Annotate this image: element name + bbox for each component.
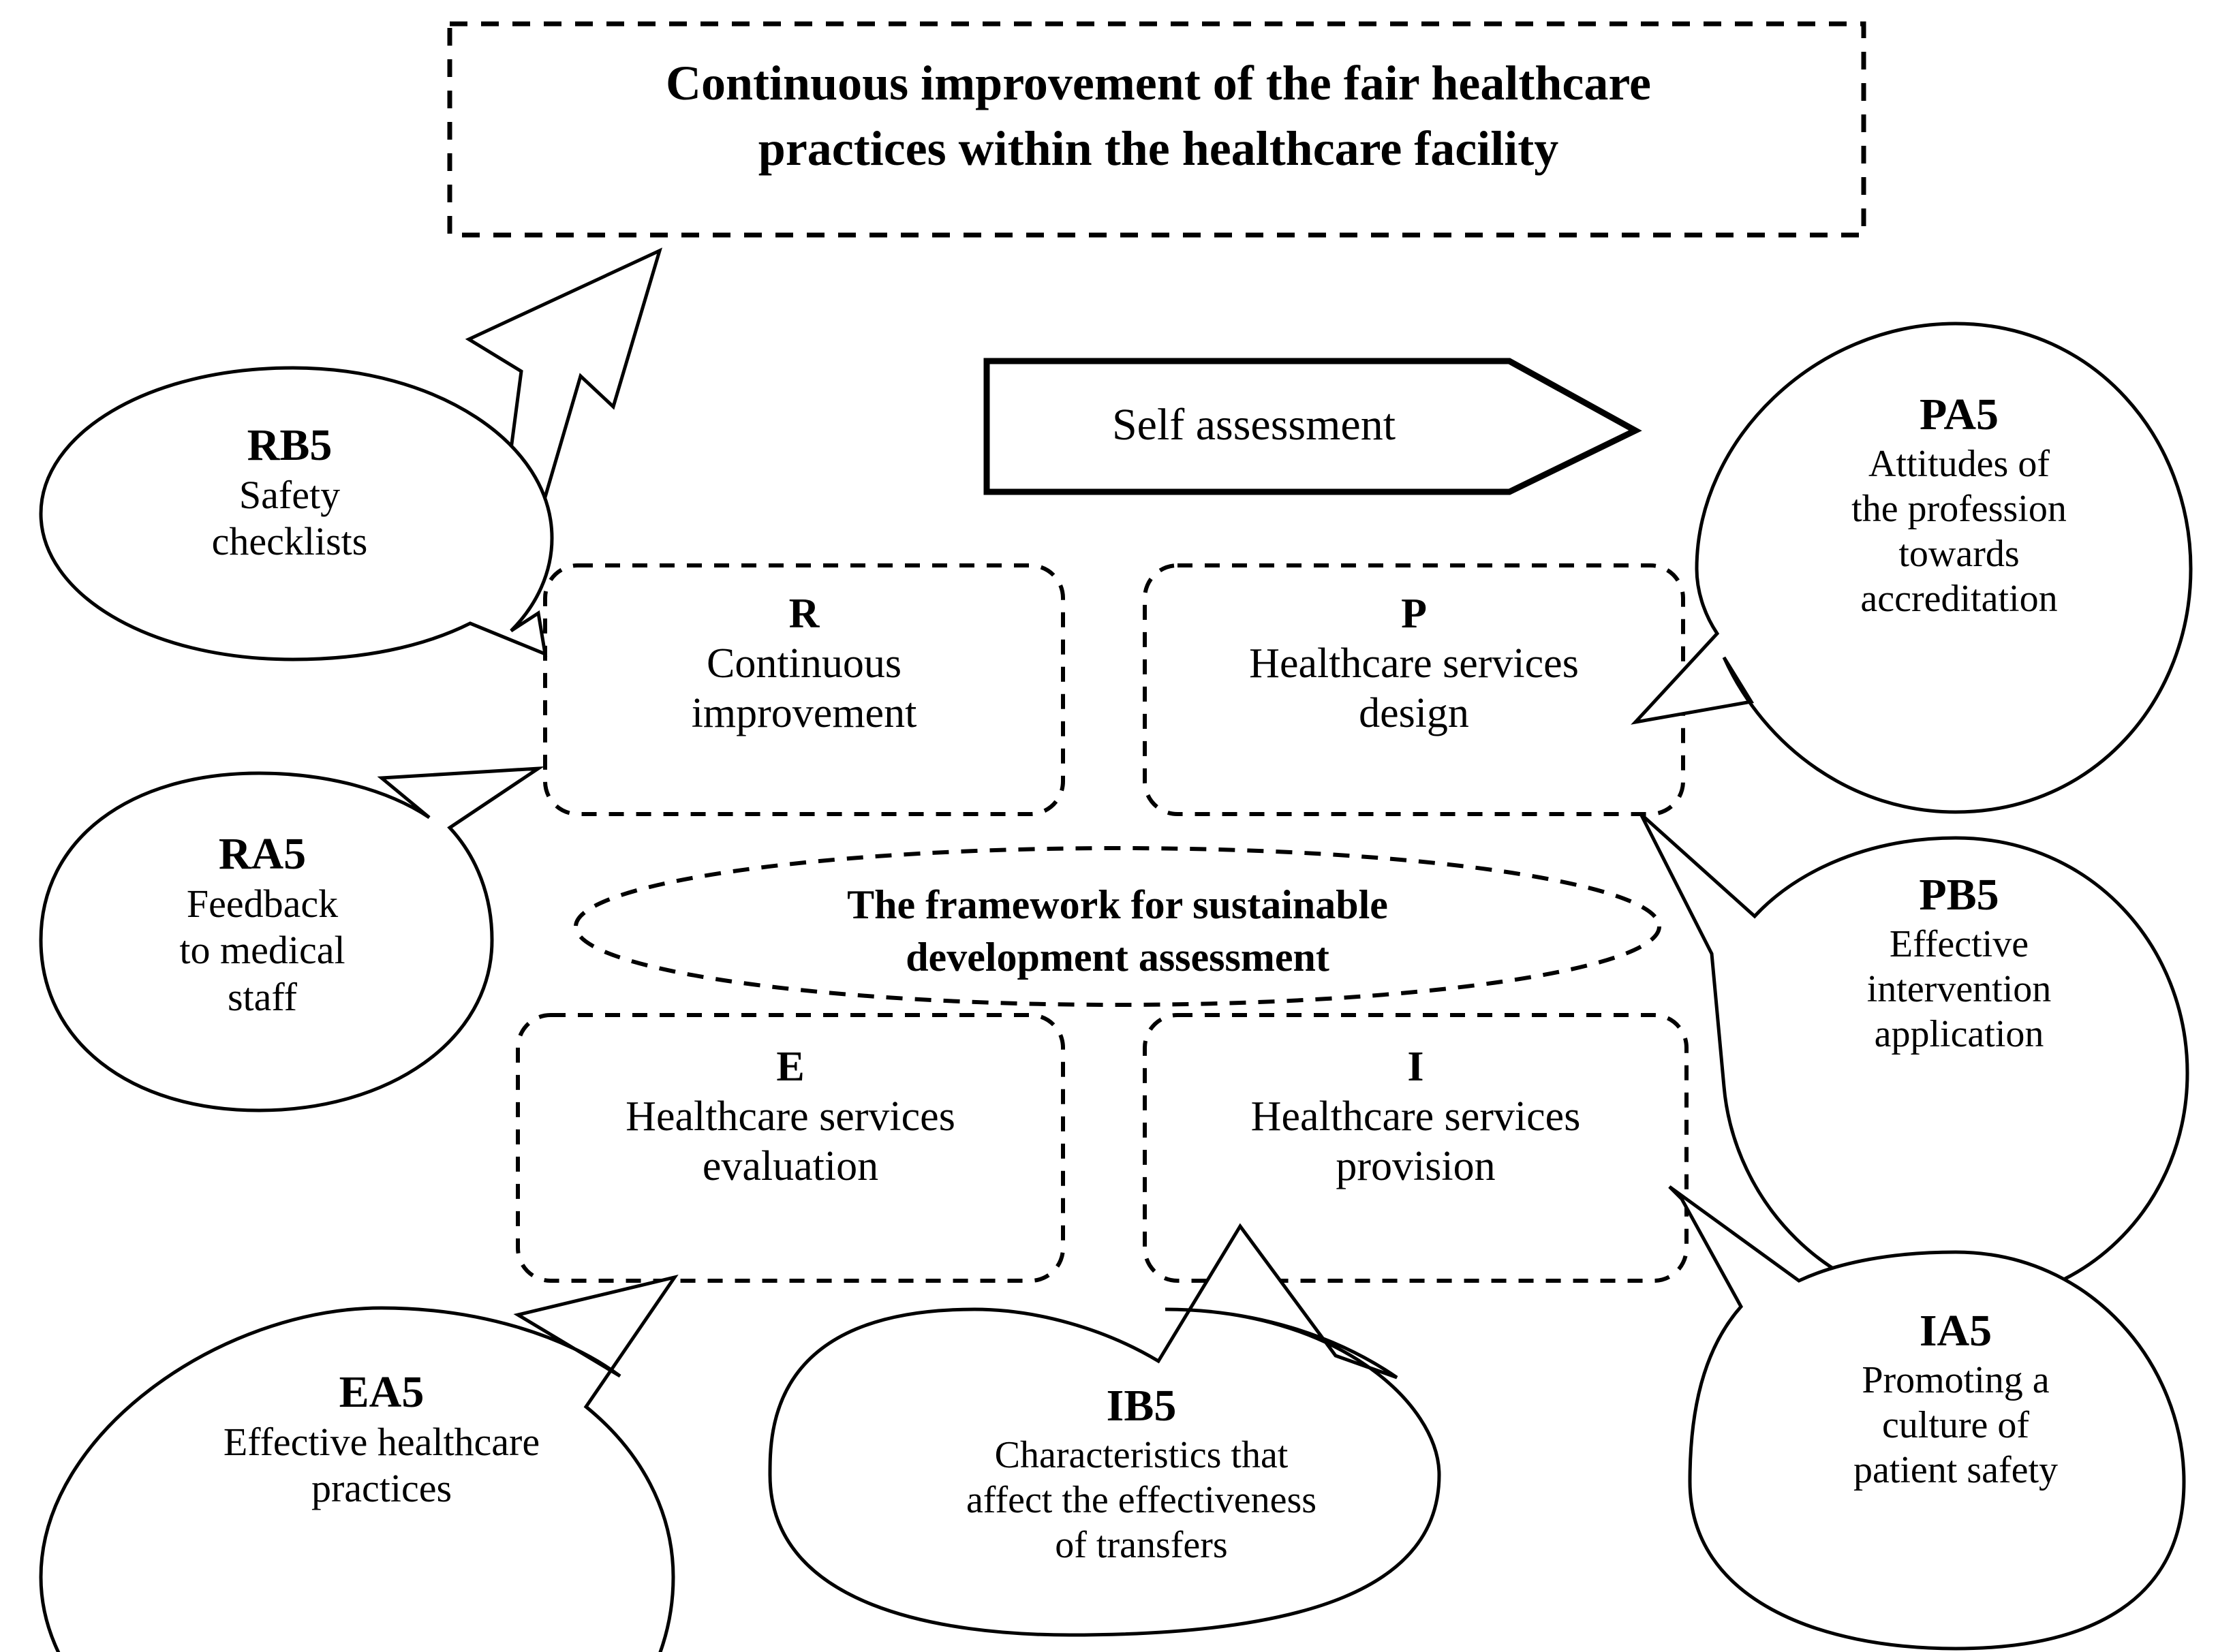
core-box-E-outline bbox=[516, 1013, 1065, 1283]
callout-IA5-shape bbox=[1668, 1185, 2186, 1651]
core-box-I-outline bbox=[1143, 1013, 1689, 1283]
callout-RB5-shape bbox=[39, 366, 554, 661]
callout-EA5-shape bbox=[39, 1275, 679, 1652]
core-box-R-outline bbox=[543, 563, 1065, 816]
title-box-outline bbox=[447, 21, 1866, 238]
self-assessment-banner-shape bbox=[983, 358, 1642, 495]
callout-IB5-shape bbox=[768, 1223, 1441, 1637]
callout-RA5-shape bbox=[39, 766, 545, 1112]
core-box-P-outline bbox=[1143, 563, 1685, 816]
framework-ellipse-outline bbox=[574, 846, 1661, 1007]
callout-PA5-shape bbox=[1631, 322, 2193, 814]
